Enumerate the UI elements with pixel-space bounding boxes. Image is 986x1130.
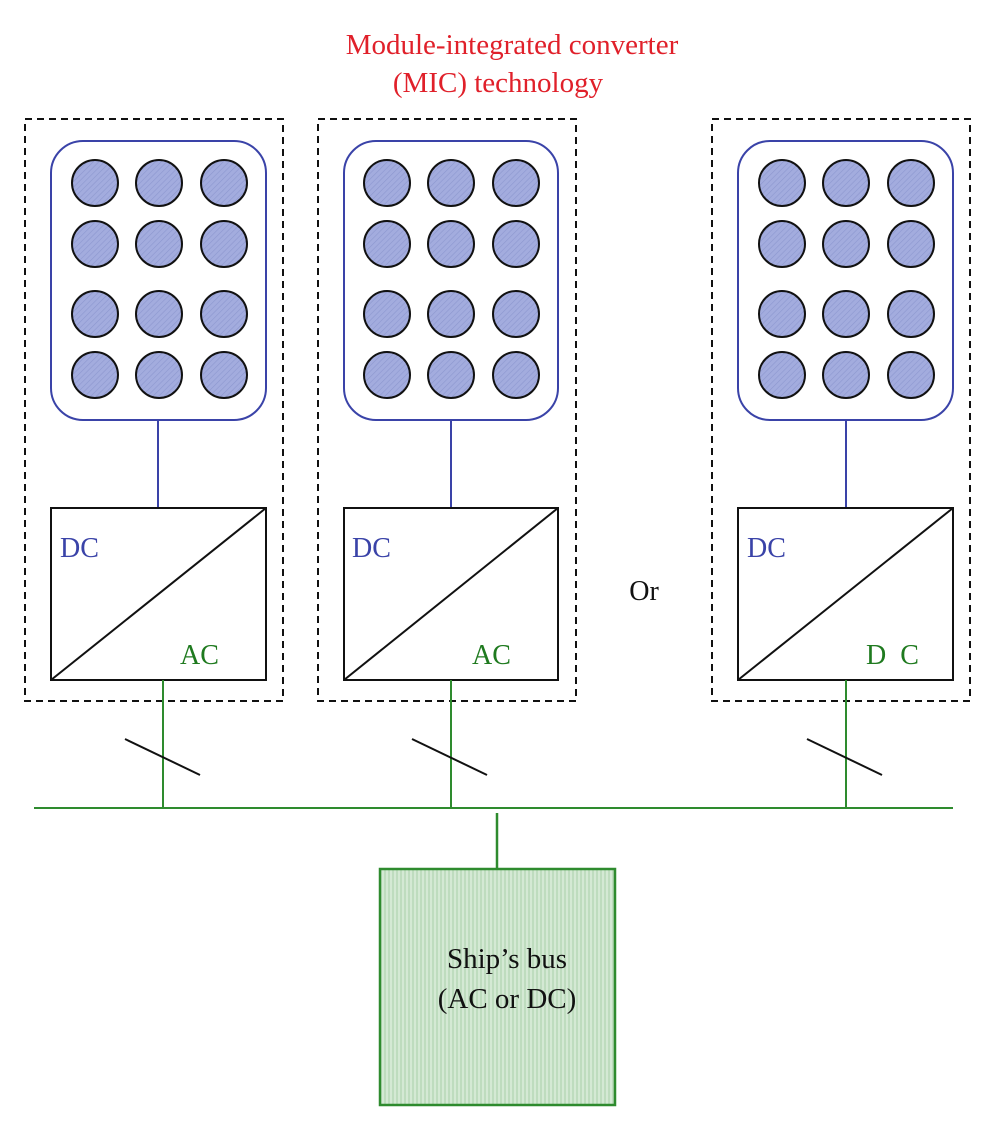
pv-cell [135, 220, 183, 268]
pv-cell [71, 290, 119, 338]
pv-cell [887, 159, 935, 207]
mic-module-2: DC AC [317, 118, 577, 808]
pv-cell [427, 220, 475, 268]
mic-module-3: DC D C [711, 118, 971, 808]
pv-cell [135, 159, 183, 207]
converter-diagonal [343, 507, 559, 681]
pv-cell [758, 220, 806, 268]
mic-module-1: DC AC [24, 118, 284, 808]
pv-cell [363, 290, 411, 338]
pv-cell [363, 159, 411, 207]
pv-cell [363, 351, 411, 399]
converter-output-label: D C [866, 640, 919, 671]
converter-output-label: AC [180, 640, 219, 671]
phase-slash [124, 738, 201, 776]
pv-cell [822, 220, 870, 268]
pv-cell [492, 290, 540, 338]
pv-cell [200, 220, 248, 268]
pv-cell [887, 220, 935, 268]
diagram-title-line2: (MIC) technology [393, 67, 604, 99]
pv-cell [822, 290, 870, 338]
pv-cell [887, 290, 935, 338]
converter-input-label: DC [747, 533, 786, 564]
ships-bus-label-line1: Ship’s bus [447, 943, 567, 975]
pv-cell [492, 220, 540, 268]
converter-input-label: DC [352, 533, 391, 564]
pv-cell [71, 351, 119, 399]
converter-diagonal [50, 507, 267, 681]
phase-slash [411, 738, 488, 776]
pv-cell [758, 159, 806, 207]
pv-cell [200, 351, 248, 399]
pv-cell [363, 220, 411, 268]
ships-bus-box [378, 867, 617, 1107]
converter-input-label: DC [60, 533, 99, 564]
pv-cell-grid [363, 159, 540, 399]
pv-cell-grid [71, 159, 248, 399]
ships-bus-label-line2: (AC or DC) [438, 983, 577, 1015]
converter-diagonal [737, 507, 954, 681]
pv-cell [758, 351, 806, 399]
phase-slash [806, 738, 883, 776]
pv-cell [492, 351, 540, 399]
pv-cell [71, 220, 119, 268]
pv-cell [427, 290, 475, 338]
ships-bus: Ship’s bus (AC or DC) [378, 867, 617, 1107]
pv-cell [427, 351, 475, 399]
diagram-title-line1: Module-integrated converter [346, 29, 679, 61]
pv-cell [200, 290, 248, 338]
pv-cell-grid [758, 159, 935, 399]
pv-cell [71, 159, 119, 207]
pv-cell [887, 351, 935, 399]
pv-cell [135, 290, 183, 338]
pv-cell [822, 159, 870, 207]
pv-cell [427, 159, 475, 207]
pv-cell [822, 351, 870, 399]
pv-cell [492, 159, 540, 207]
pv-cell [135, 351, 183, 399]
pv-cell [758, 290, 806, 338]
separator-label: Or [629, 576, 659, 607]
pv-cell [200, 159, 248, 207]
converter-output-label: AC [472, 640, 511, 671]
